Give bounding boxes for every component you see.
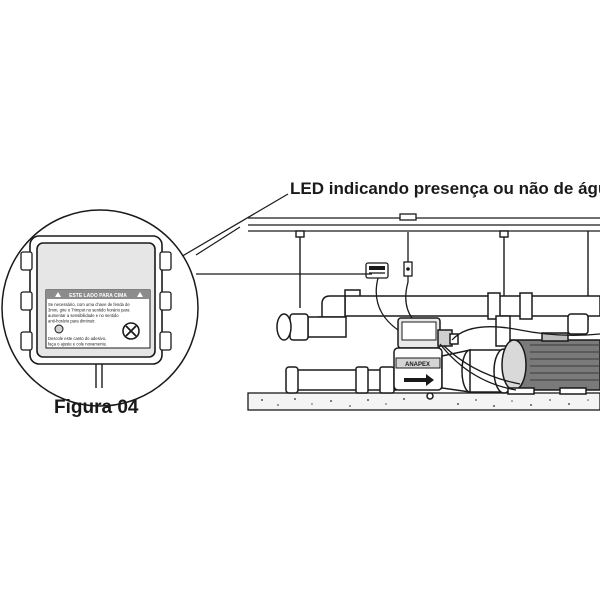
led-indicator-box [365,261,413,279]
pump [441,332,600,395]
instruction-line-2: 3mm, gire o Trimpot no sentido horário p… [48,308,130,313]
label-header: ESTE LADO PARA CIMA [69,293,127,299]
figure-caption: Figura 04 [54,397,139,418]
up-arrow-icon-right [137,292,143,297]
brand-label: ANAPEX [405,362,430,368]
up-arrow-icon [55,292,61,297]
trimpot-icon [122,322,140,340]
note-line-1: Descole este canto do adesivo, [48,336,106,341]
callout-leaders [161,193,372,275]
vertical-pipe [495,313,589,347]
cables [375,232,600,391]
floor-slab [247,392,600,411]
instruction-line-1: Se necessário, com uma chave de fenda de [48,302,130,307]
note-line-2: faça o ajuste e cole novamente. [48,342,107,347]
led-icon [54,324,64,334]
lower-pipe [285,366,397,394]
instruction-line-3: aumentar a sensibilidade e no sentido [48,313,119,318]
flow-sensor [393,317,459,400]
ceiling-slab [248,213,600,232]
upper-pipe [276,289,600,341]
instruction-line-4: anti-horário para diminuir. [48,319,95,324]
led-callout-label: LED indicando presença ou não de água [290,179,600,198]
